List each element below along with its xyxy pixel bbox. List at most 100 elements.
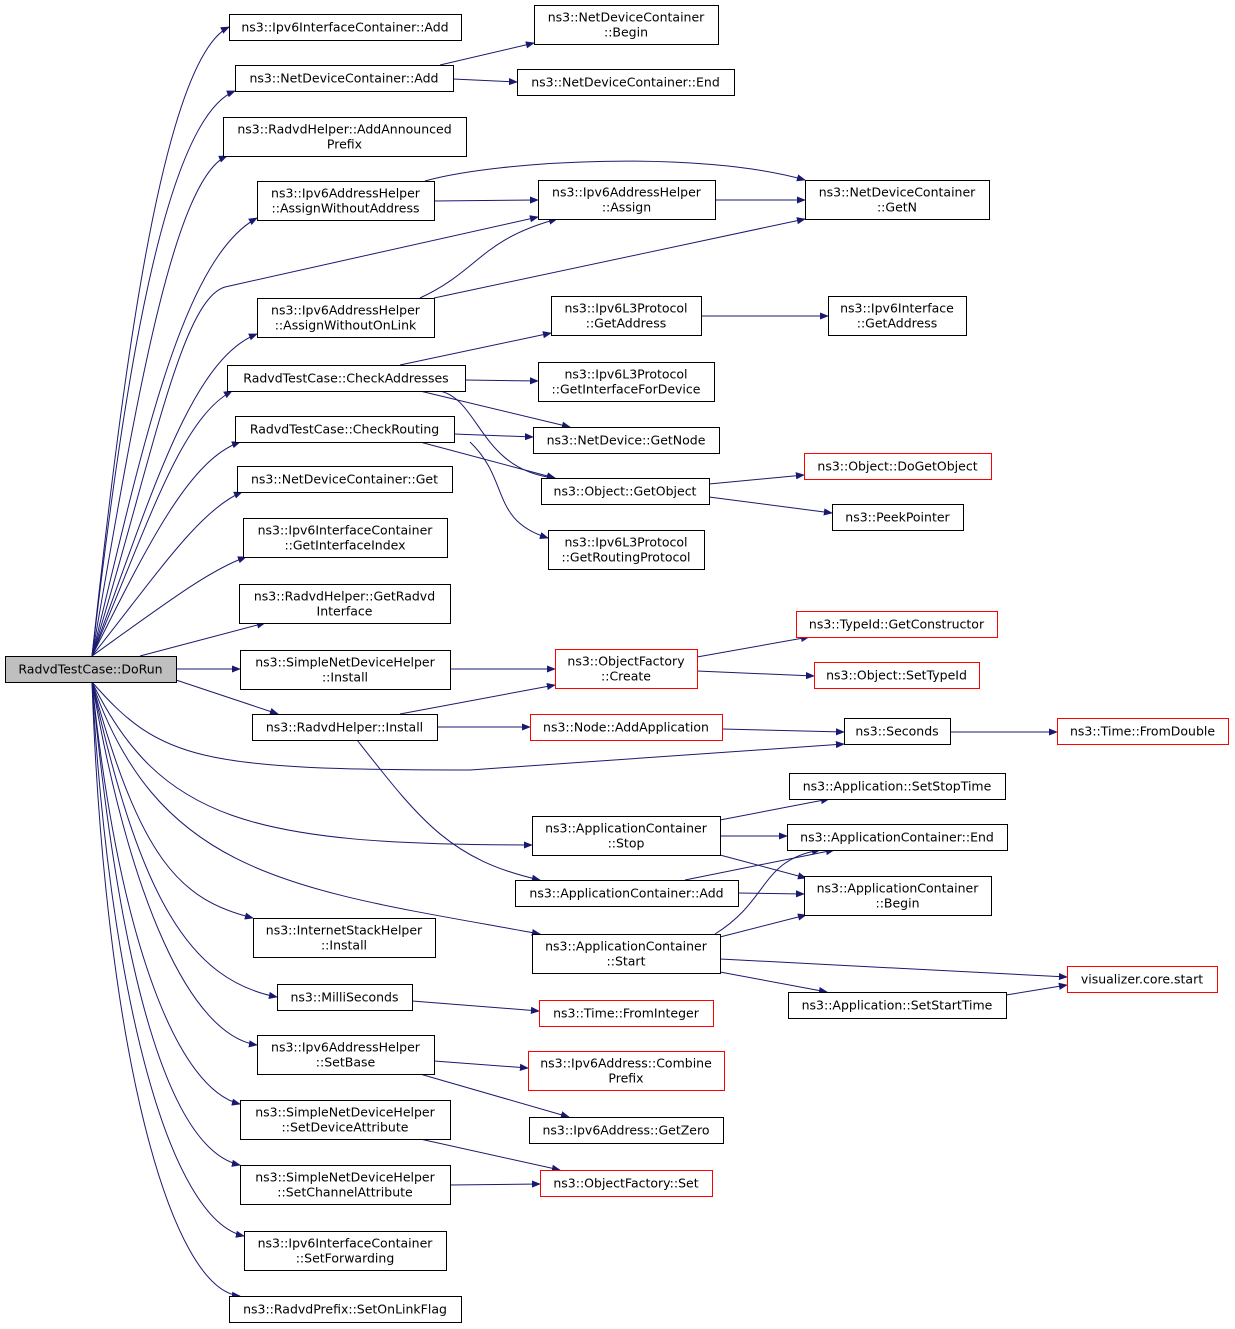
node-ipv6ic-add[interactable]: ns3::Ipv6InterfaceContainer::Add [229,14,462,41]
edge-dorun-ac_stop [91,681,533,849]
node-vis-start[interactable]: visualizer.core.start [1067,966,1218,993]
node-seconds[interactable]: ns3::Seconds [844,718,951,745]
node-label: ns3::ApplicationContainer::Add [529,886,723,901]
node-label: ::GetRoutingProtocol [562,550,691,565]
node-label: Prefix [608,1071,643,1086]
node-ndc-get[interactable]: ns3::NetDeviceContainer::Get [237,466,453,493]
node-box [223,117,467,157]
node-of-create[interactable]: ns3::ObjectFactory::Create [555,649,698,689]
edge-dorun-ah_setbase [91,681,258,1048]
node-check-routing[interactable]: RadvdTestCase::CheckRouting [235,416,455,443]
node-label: ns3::Ipv6Address::Combine [540,1056,712,1071]
node-assign-wo-addr[interactable]: ns3::Ipv6AddressHelper::AssignWithoutAdd… [257,181,435,221]
edge-obj_getobject-peekpointer [708,496,833,516]
node-label: ns3::Object::SetTypeId [826,668,967,683]
node-milliseconds[interactable]: ns3::MilliSeconds [277,984,413,1011]
node-app-setstart[interactable]: ns3::Application::SetStartTime [788,992,1007,1019]
node-addr-getzero[interactable]: ns3::Ipv6Address::GetZero [529,1117,724,1144]
edge-obj_getobject-obj_dogetobject [708,472,805,485]
node-ipv6ic-setfwd[interactable]: ns3::Ipv6InterfaceContainer::SetForwardi… [244,1231,447,1271]
node-nd-getnode[interactable]: ns3::NetDevice::GetNode [533,427,720,454]
node-box [828,296,967,336]
node-label: ns3::Ipv6AddressHelper [271,186,421,201]
node-typeid-getctor[interactable]: ns3::TypeId::GetConstructor [796,611,998,638]
edge-dorun-radvd_addprefix [91,155,228,657]
edge-ndc_add-ndc_end [452,78,518,86]
edge-assign_wo_onlink-ndc_getn [433,217,806,299]
node-label: ns3::RadvdHelper::Install [266,720,423,735]
edge-dorun-milliseconds [91,681,278,999]
node-ah-setbase[interactable]: ns3::Ipv6AddressHelper::SetBase [257,1035,435,1075]
node-radvd-install[interactable]: ns3::RadvdHelper::Install [252,714,438,741]
node-iface-getaddress[interactable]: ns3::Ipv6Interface::GetAddress [828,296,967,336]
node-ipv6ic-getidx[interactable]: ns3::Ipv6InterfaceContainer::GetInterfac… [243,518,448,558]
edge-node_addapp-seconds [721,728,845,736]
node-l3-getaddress[interactable]: ns3::Ipv6L3Protocol::GetAddress [551,296,702,336]
node-time-fromdouble[interactable]: ns3::Time::FromDouble [1057,718,1229,745]
node-label: ns3::TypeId::GetConstructor [809,617,985,632]
node-label: ns3::ObjectFactory [567,654,685,669]
node-label: ns3::SimpleNetDeviceHelper [255,1170,435,1185]
node-label: RadvdTestCase::DoRun [18,662,162,677]
node-label: ::GetN [877,200,917,215]
node-ac-add[interactable]: ns3::ApplicationContainer::Add [515,880,739,907]
node-box [257,298,435,338]
node-label: ns3::NetDeviceContainer::End [531,75,720,90]
node-ac-stop[interactable]: ns3::ApplicationContainer::Stop [532,816,721,856]
edge-sndh_setdevattr-of_set [419,1138,561,1172]
node-box [789,773,1006,800]
node-label: ns3::Ipv6InterfaceContainer::Add [241,20,448,35]
node-obj-dogetobject[interactable]: ns3::Object::DoGetObject [804,453,992,480]
node-label: ns3::Ipv6L3Protocol [564,535,687,550]
edge-check_routing-l3_getrouting [469,441,549,540]
node-peekpointer[interactable]: ns3::PeekPointer [832,504,964,531]
node-label: ns3::MilliSeconds [290,990,398,1005]
node-label: ::Begin [875,896,919,911]
node-radvdprefix-setonlink[interactable]: ns3::RadvdPrefix::SetOnLinkFlag [229,1296,462,1323]
edge-dorun-sndh_setdevattr [91,681,241,1106]
node-ish-install[interactable]: ns3::InternetStackHelper::Install [253,918,436,958]
node-ndc-getn[interactable]: ns3::NetDeviceContainer::GetN [805,180,990,220]
edge-check_addresses-l3_getaddress [399,331,552,366]
node-assign[interactable]: ns3::Ipv6AddressHelper::Assign [538,180,716,220]
node-box [533,427,720,454]
node-label: ::SetForwarding [296,1251,395,1266]
node-ndc-end[interactable]: ns3::NetDeviceContainer::End [517,69,735,96]
edge-ac_stop-app_setstop [719,796,830,821]
node-sndh-install[interactable]: ns3::SimpleNetDeviceHelper::Install [240,650,451,690]
edge-assign_wo_addr-ndc_getn [424,160,806,182]
node-label: ::Create [601,669,651,684]
edge-dorun-seconds [91,681,845,771]
node-box [252,714,438,741]
node-obj-getobject[interactable]: ns3::Object::GetObject [541,478,710,505]
node-ndc-add[interactable]: ns3::NetDeviceContainer::Add [235,65,454,92]
node-box [539,1000,714,1027]
node-dorun[interactable]: RadvdTestCase::DoRun [5,656,177,683]
edge-dorun-assign_wo_onlink [91,333,258,657]
edge-app_setstart-vis_start [1005,982,1068,996]
node-ac-end[interactable]: ns3::ApplicationContainer::End [787,824,1008,851]
node-box [257,1035,435,1075]
node-ac-begin[interactable]: ns3::ApplicationContainer::Begin [804,876,992,916]
node-assign-wo-onlink[interactable]: ns3::Ipv6AddressHelper::AssignWithoutOnL… [257,298,435,338]
node-app-setstop[interactable]: ns3::Application::SetStopTime [789,773,1006,800]
node-label: Interface [317,604,373,619]
node-box [538,362,715,402]
node-check-addresses[interactable]: RadvdTestCase::CheckAddresses [227,365,466,392]
node-ndc-begin[interactable]: ns3::NetDeviceContainer::Begin [534,5,719,45]
node-ac-start[interactable]: ns3::ApplicationContainer::Start [532,934,721,974]
node-obj-settypeid[interactable]: ns3::Object::SetTypeId [814,662,980,689]
node-node-addapp[interactable]: ns3::Node::AddApplication [530,714,723,741]
node-box [804,453,992,480]
node-sndh-setdevattr[interactable]: ns3::SimpleNetDeviceHelper::SetDeviceAtt… [240,1100,451,1140]
node-l3-getrouting[interactable]: ns3::Ipv6L3Protocol::GetRoutingProtocol [548,530,705,570]
node-l3-getiface[interactable]: ns3::Ipv6L3Protocol::GetInterfaceForDevi… [538,362,715,402]
node-sndh-setchanattr[interactable]: ns3::SimpleNetDeviceHelper::SetChannelAt… [240,1165,451,1205]
node-of-set[interactable]: ns3::ObjectFactory::Set [540,1170,713,1197]
node-time-fromint[interactable]: ns3::Time::FromInteger [539,1000,714,1027]
node-box [277,984,413,1011]
